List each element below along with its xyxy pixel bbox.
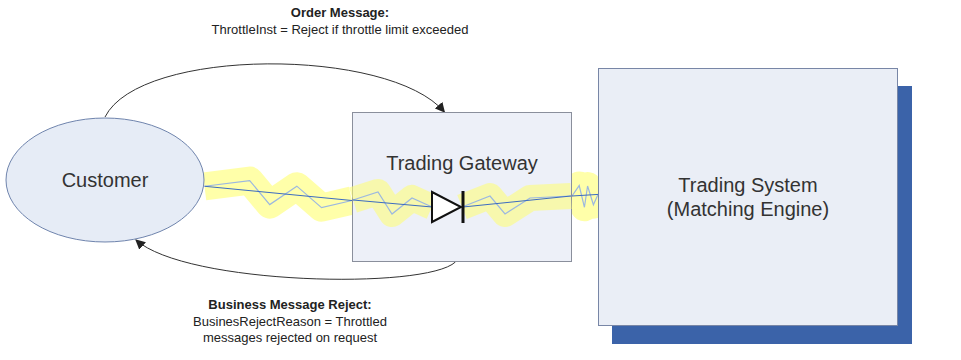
glow-band	[353, 192, 432, 214]
node-label: Customer	[62, 168, 149, 192]
diode-bar	[462, 191, 465, 223]
wire	[572, 194, 598, 196]
node-label: Trading Gateway	[386, 151, 538, 175]
bolt-outline	[353, 192, 432, 214]
text-group: Customer	[62, 168, 149, 192]
message-arrow	[105, 64, 444, 117]
note-text: ThrottleInst = Reject if throttle limit …	[195, 22, 485, 38]
diode-triangle	[432, 192, 461, 222]
curve-arrow	[105, 64, 444, 117]
glow-band	[205, 181, 352, 208]
edge-label: Order Message:	[195, 5, 485, 21]
lightning-link	[572, 186, 598, 208]
wire	[205, 186, 352, 200]
actor-ellipse: Customer	[5, 117, 205, 243]
wire	[463, 196, 571, 207]
edge-label: Business Message Reject:	[175, 297, 405, 313]
system-box: Trading Gateway	[352, 112, 572, 262]
bolt-outline	[572, 186, 598, 208]
note-text: BusinesRejectReason = Throttled messages…	[175, 314, 405, 347]
node-label: Trading System (Matching Engine)	[653, 173, 843, 221]
glow-band	[572, 186, 598, 208]
lightning-link	[205, 181, 352, 208]
text-group: Trading Gateway	[386, 151, 538, 175]
bolt-outline	[462, 196, 571, 214]
system-box: Trading System (Matching Engine)	[598, 68, 898, 326]
glow-band	[462, 196, 571, 214]
wire	[353, 200, 432, 207]
bolt-outline	[205, 181, 352, 208]
text-group: Trading System (Matching Engine)	[653, 173, 843, 221]
